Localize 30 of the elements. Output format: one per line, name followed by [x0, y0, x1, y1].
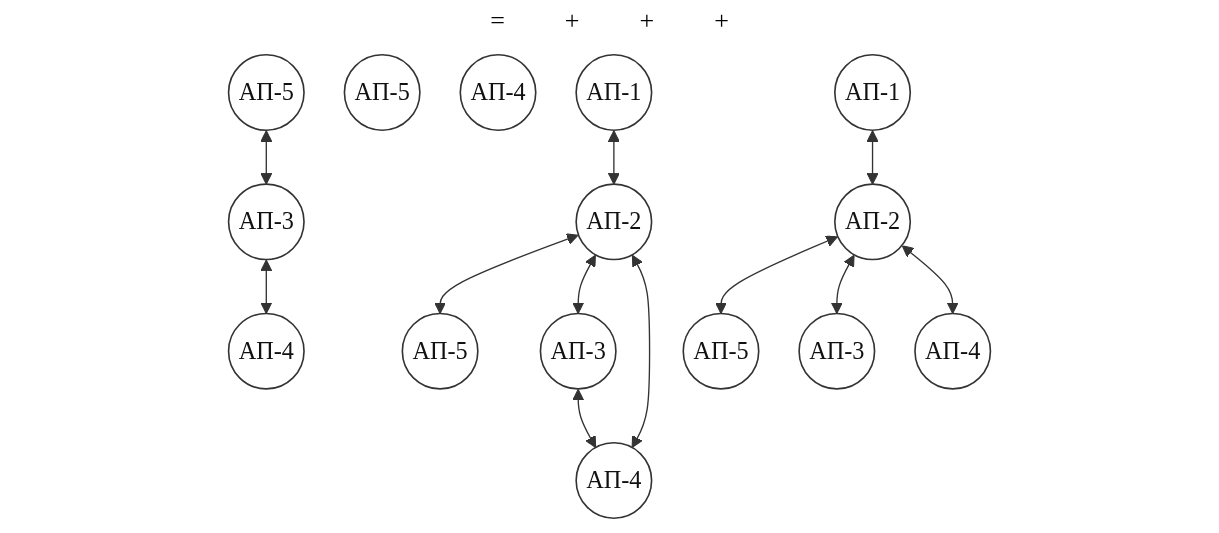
- arrow: [715, 235, 838, 314]
- node-circle: АП-5: [227, 53, 305, 132]
- node-circle: АП-4: [914, 312, 992, 390]
- node-circle: АП-1: [575, 53, 653, 132]
- node-circle: АП-3: [539, 312, 617, 390]
- node-circle: АП-4: [227, 312, 305, 390]
- node-circle: АП-3: [798, 312, 876, 390]
- node-circle: АП-4: [575, 441, 653, 520]
- node-circle: АП-2: [834, 183, 912, 261]
- node-circle: АП-5: [401, 312, 479, 390]
- arrow: [260, 130, 273, 185]
- arrow: [434, 233, 579, 314]
- node-circle: АП-2: [575, 183, 653, 261]
- arrow: [830, 254, 855, 314]
- arrow: [631, 254, 651, 448]
- operator-sign: +: [714, 6, 729, 36]
- operator-sign: +: [639, 6, 655, 36]
- operator-sign: +: [564, 6, 580, 36]
- node-circle: АП-4: [459, 53, 537, 132]
- operator-sign: =: [490, 6, 505, 36]
- node-circle: АП-5: [682, 312, 760, 390]
- arrow: [572, 388, 597, 448]
- arrow: [572, 254, 596, 314]
- arrow: [260, 259, 273, 314]
- arrow: [866, 130, 879, 185]
- arrow: [901, 245, 959, 314]
- node-circle: АП-3: [227, 183, 305, 261]
- node-circle: АП-1: [834, 53, 912, 132]
- arrow: [607, 130, 620, 185]
- node-circle: АП-5: [343, 53, 421, 132]
